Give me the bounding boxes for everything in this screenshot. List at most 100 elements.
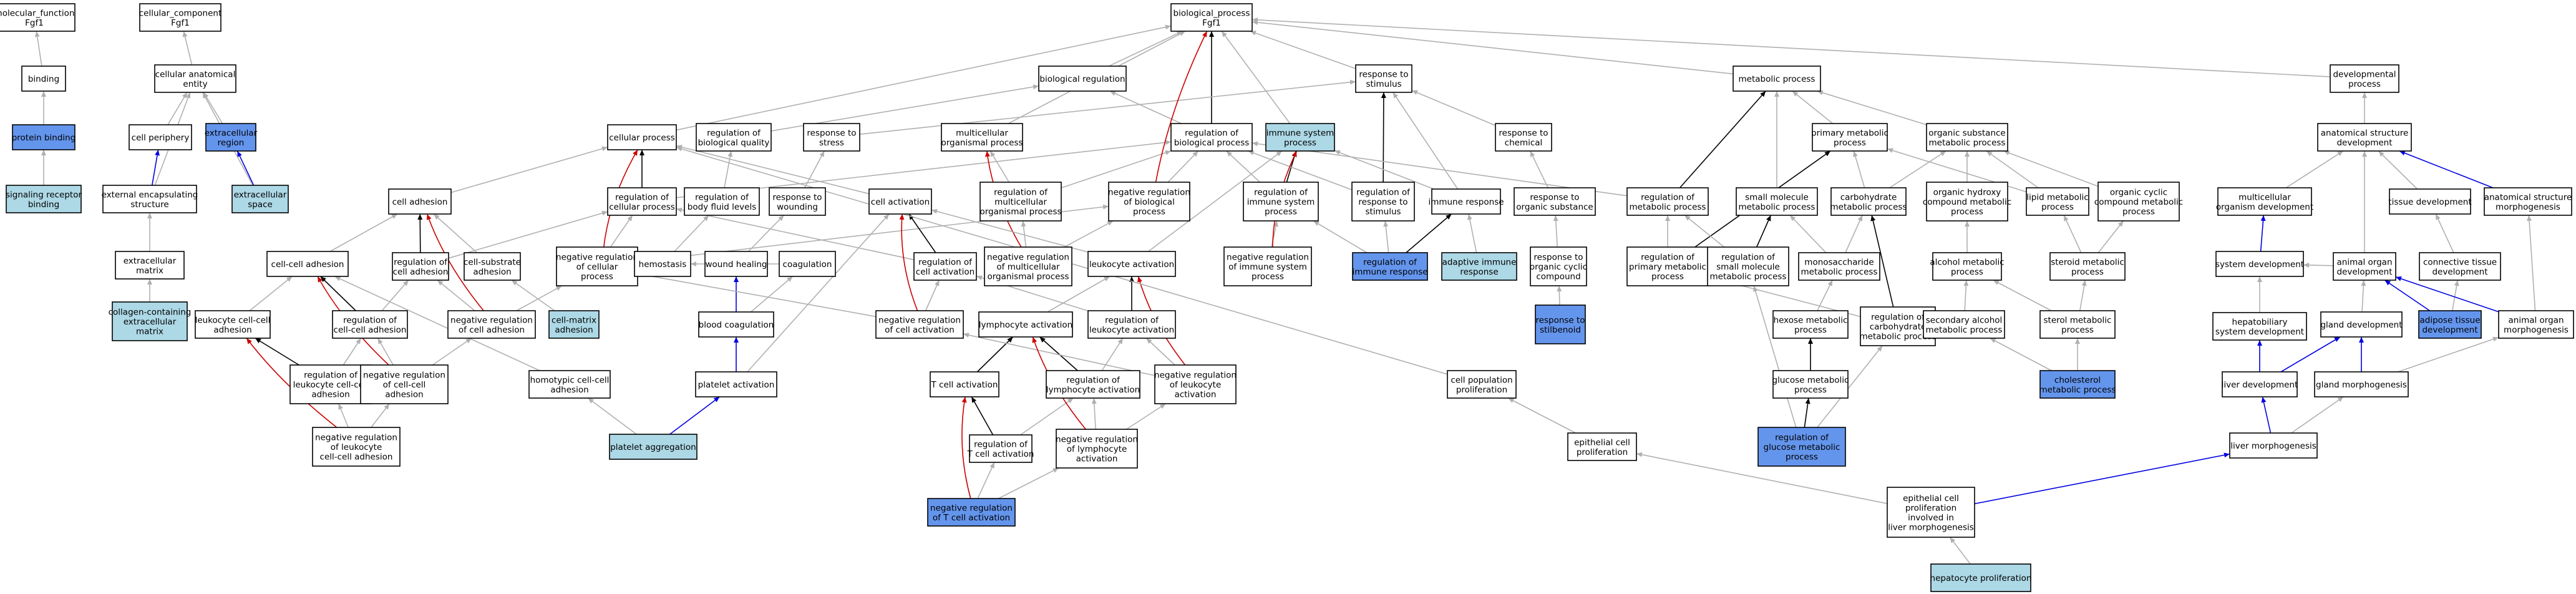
go-term-node-livermorph[interactable]: liver morphogenesis <box>2229 432 2318 459</box>
go-term-node-cellper[interactable]: cell periphery <box>129 124 192 150</box>
go-term-node-liverdev[interactable]: liver development <box>2222 371 2298 397</box>
go-term-node-glandmorph[interactable]: gland morphogenesis <box>2314 371 2409 397</box>
go-term-node-woundheal[interactable]: wound healing <box>704 251 768 277</box>
go-term-node-glanddev[interactable]: gland development <box>2320 311 2403 338</box>
go-term-node-bloodcoag[interactable]: blood coagulation <box>698 311 774 338</box>
go-term-node-platact[interactable]: platelet activation <box>695 371 777 397</box>
go-term-node-protbind[interactable]: protein binding <box>12 124 76 150</box>
go-term-node-tcellact[interactable]: T cell activation <box>930 371 999 397</box>
go-term-node-leukact[interactable]: leukocyte activation <box>1087 251 1176 277</box>
go-term-node-tissdev[interactable]: tissue development <box>2388 188 2472 215</box>
go-term-node-hepprolif[interactable]: hepatocyte proliferation <box>1930 563 2032 592</box>
go-term-node-regtcellact[interactable]: regulation ofT cell activation <box>967 434 1034 463</box>
go-term-node-imresp[interactable]: immune response <box>1428 188 1504 215</box>
go-term-node-plateletagg[interactable]: platelet aggregation <box>609 434 697 460</box>
go-term-node-lymphact[interactable]: lymphocyte activation <box>978 311 1073 338</box>
go-term-node-sysdev[interactable]: system development <box>2215 251 2304 277</box>
go-term-node-binding[interactable]: binding <box>21 66 66 92</box>
go-term-node-ccadh[interactable]: cell-cell adhesion <box>266 251 349 277</box>
go-term-node-cellproc[interactable]: cellular process <box>607 124 677 150</box>
go-term-node-celladh[interactable]: cell adhesion <box>388 188 452 215</box>
go-term-node-cellact[interactable]: cell activation <box>868 188 932 215</box>
go-term-node-metab[interactable]: metabolic process <box>1733 66 1821 92</box>
go-term-node-coag[interactable]: coagulation <box>779 251 836 277</box>
